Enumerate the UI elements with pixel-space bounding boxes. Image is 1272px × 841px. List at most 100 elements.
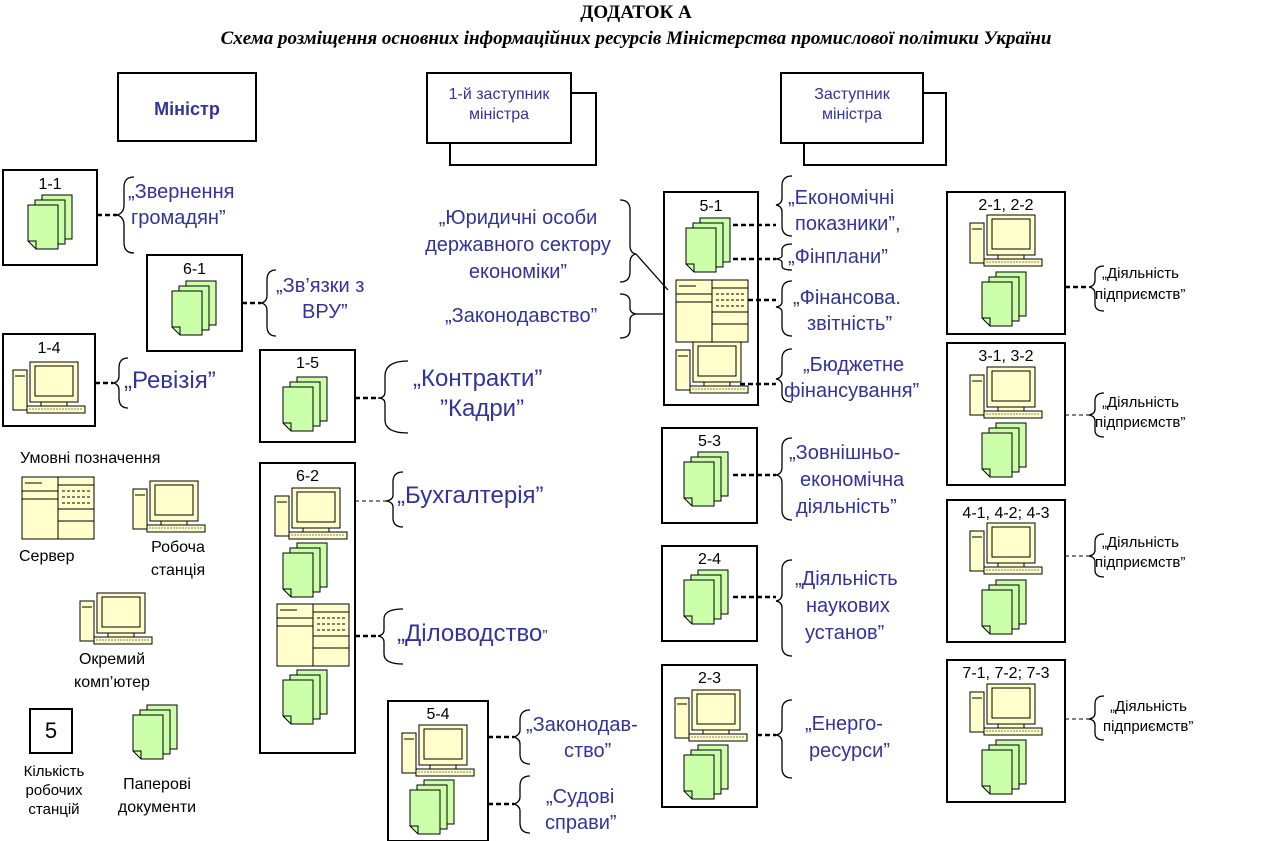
resource-enerho-1: „Енерго- [805,713,883,735]
legend-paper-icon [132,704,178,760]
legend-pc-label-1: Окремий [78,651,146,668]
thin-connectors [355,414,1089,720]
legend-pc-icon [79,592,153,645]
legend-workstation-label-2: станція [150,562,206,579]
deputy-label-1: Заступник [814,86,890,103]
paper-documents-icon [683,744,729,800]
box-7-1 [946,659,1066,803]
box-1-4 [2,333,96,427]
paper-documents-icon [981,579,1027,635]
box-2-4-label: 2-4 [697,551,722,568]
box-1-1-label: 1-1 [38,176,62,193]
legend-paper-label-1: Паперові [123,776,191,793]
minister-box [117,72,257,142]
page-title: ДОДАТОК А [580,2,692,23]
paper-documents-icon [409,779,455,835]
connectors [95,213,1089,806]
page-subtitle: Схема розміщення основних інформаційних … [220,28,1052,49]
legend-count-label-1: Кількість [23,763,85,780]
box-2-1-label: 2-1, 2-2 [978,197,1034,214]
paper-documents-icon [683,451,729,507]
first-deputy-label-1: 1-й заступник [448,86,550,103]
paper-documents-icon [685,217,731,273]
resource-reviziia: „Ревізія” [124,367,216,394]
paper-documents-icon [683,569,729,625]
paper-documents-icon [171,280,217,336]
resource-zovnishnio-3: діяльність” [796,496,897,518]
resource-sudovi-1: „Судові [546,786,615,808]
box-6-2 [259,462,356,754]
box-1-4-label: 1-4 [37,340,61,357]
resource-pidpryiemstv-2a: „Діяльність [1102,394,1179,411]
legend-count-box [29,708,73,754]
box-2-4 [661,545,758,642]
legend-server-icon [21,476,95,540]
resource-dilovodstvo: „Діловодство” [397,620,548,647]
paper-documents-icon [981,422,1027,478]
resource-pidpryiemstv-4b: підприємств” [1103,718,1194,735]
resource-pidpryiemstv-3b: підприємств” [1095,554,1186,571]
resource-zovnishnio-1: „Зовнішньо- [789,442,901,464]
workstation-icon [969,214,1043,267]
box-1-5 [259,349,356,443]
box-3-1 [946,342,1066,486]
resource-zakonodavstvo54-2: ство” [564,740,612,762]
server-icon [276,603,350,667]
workstation-icon [12,361,86,414]
resource-zovnishnio-2: економічна [800,469,905,491]
resource-zviazky-2: ВРУ” [302,301,348,323]
box-2-3-label: 2-3 [697,670,722,687]
box-5-4 [387,700,489,841]
legend-server-label: Сервер [19,548,75,565]
box-5-4-label: 5-4 [426,706,450,723]
resource-dilovodstvo-quote: ” [542,628,548,645]
resource-pidpryiemstv-3a: „Діяльність [1102,534,1179,551]
box-4-1-label: 4-1, 4-2; 4-3 [962,505,1050,522]
deputy-box [780,72,924,144]
resource-dilovodstvo-text: „Діловодство [397,620,543,647]
workstation-icon [969,366,1043,419]
resource-zakonodavstvo54-1: „Законодав- [526,714,638,736]
resource-naukovykh-3: установ” [805,622,885,644]
box-6-1-label: 6-1 [182,261,207,278]
resource-yurydychni-1: „Юридичні особи [438,207,598,229]
paper-documents-icon [282,542,328,598]
resource-enerho-2: ресурси” [809,740,890,762]
resource-kadry: ”Кадри” [440,395,525,422]
resource-zviazky-1: „Зв’язки з [276,275,365,297]
box-1-5-label: 1-5 [295,355,320,372]
legend-pc-label-2: комп’ютер [74,674,150,691]
legend-title: Умовні позначення [20,450,161,467]
resource-naukovykh-2: наукових [806,595,890,617]
resource-finansova-1: „Фінансова. [793,287,901,309]
box-7-1-label: 7-1, 7-2; 7-3 [962,665,1050,682]
box-3-1-label: 3-1, 3-2 [978,348,1034,365]
box-4-1 [946,499,1066,643]
resource-pidpryiemstv-4a: „Діяльність [1110,698,1187,715]
resource-zvernennia-1: „Звернення [128,181,235,203]
workstation-icon [675,341,749,394]
resource-pidpryiemstv-1a: „Діяльність [1102,265,1179,282]
box-5-1 [663,191,759,406]
workstation-icon [969,522,1043,575]
resource-kontrakty: „Контракти” [413,365,543,392]
legend-count-label-3: станцій [28,801,80,818]
legend-paper-label-2: документи [117,799,197,816]
resource-finplany: „Фінплани” [788,246,888,268]
resource-ekonomichni-2: показники”, [795,213,901,235]
server-icon [675,279,749,343]
resource-yurydychni-3: економіки” [468,261,568,283]
box-5-1-label: 5-1 [699,198,723,215]
resource-sudovi-2: справи” [545,812,617,834]
workstation-icon [969,683,1043,736]
legend-count-value: 5 [44,718,58,743]
workstation-icon [274,487,348,540]
legend-count-label-2: робочих [25,782,83,799]
resource-pidpryiemstv-2b: підприємств” [1095,414,1186,431]
paper-documents-icon [981,739,1027,795]
minister-label: Міністр [154,99,220,119]
paper-documents-icon [981,271,1027,327]
resource-biudzhetne-2: фінансування” [784,380,920,402]
box-2-1 [946,191,1066,335]
